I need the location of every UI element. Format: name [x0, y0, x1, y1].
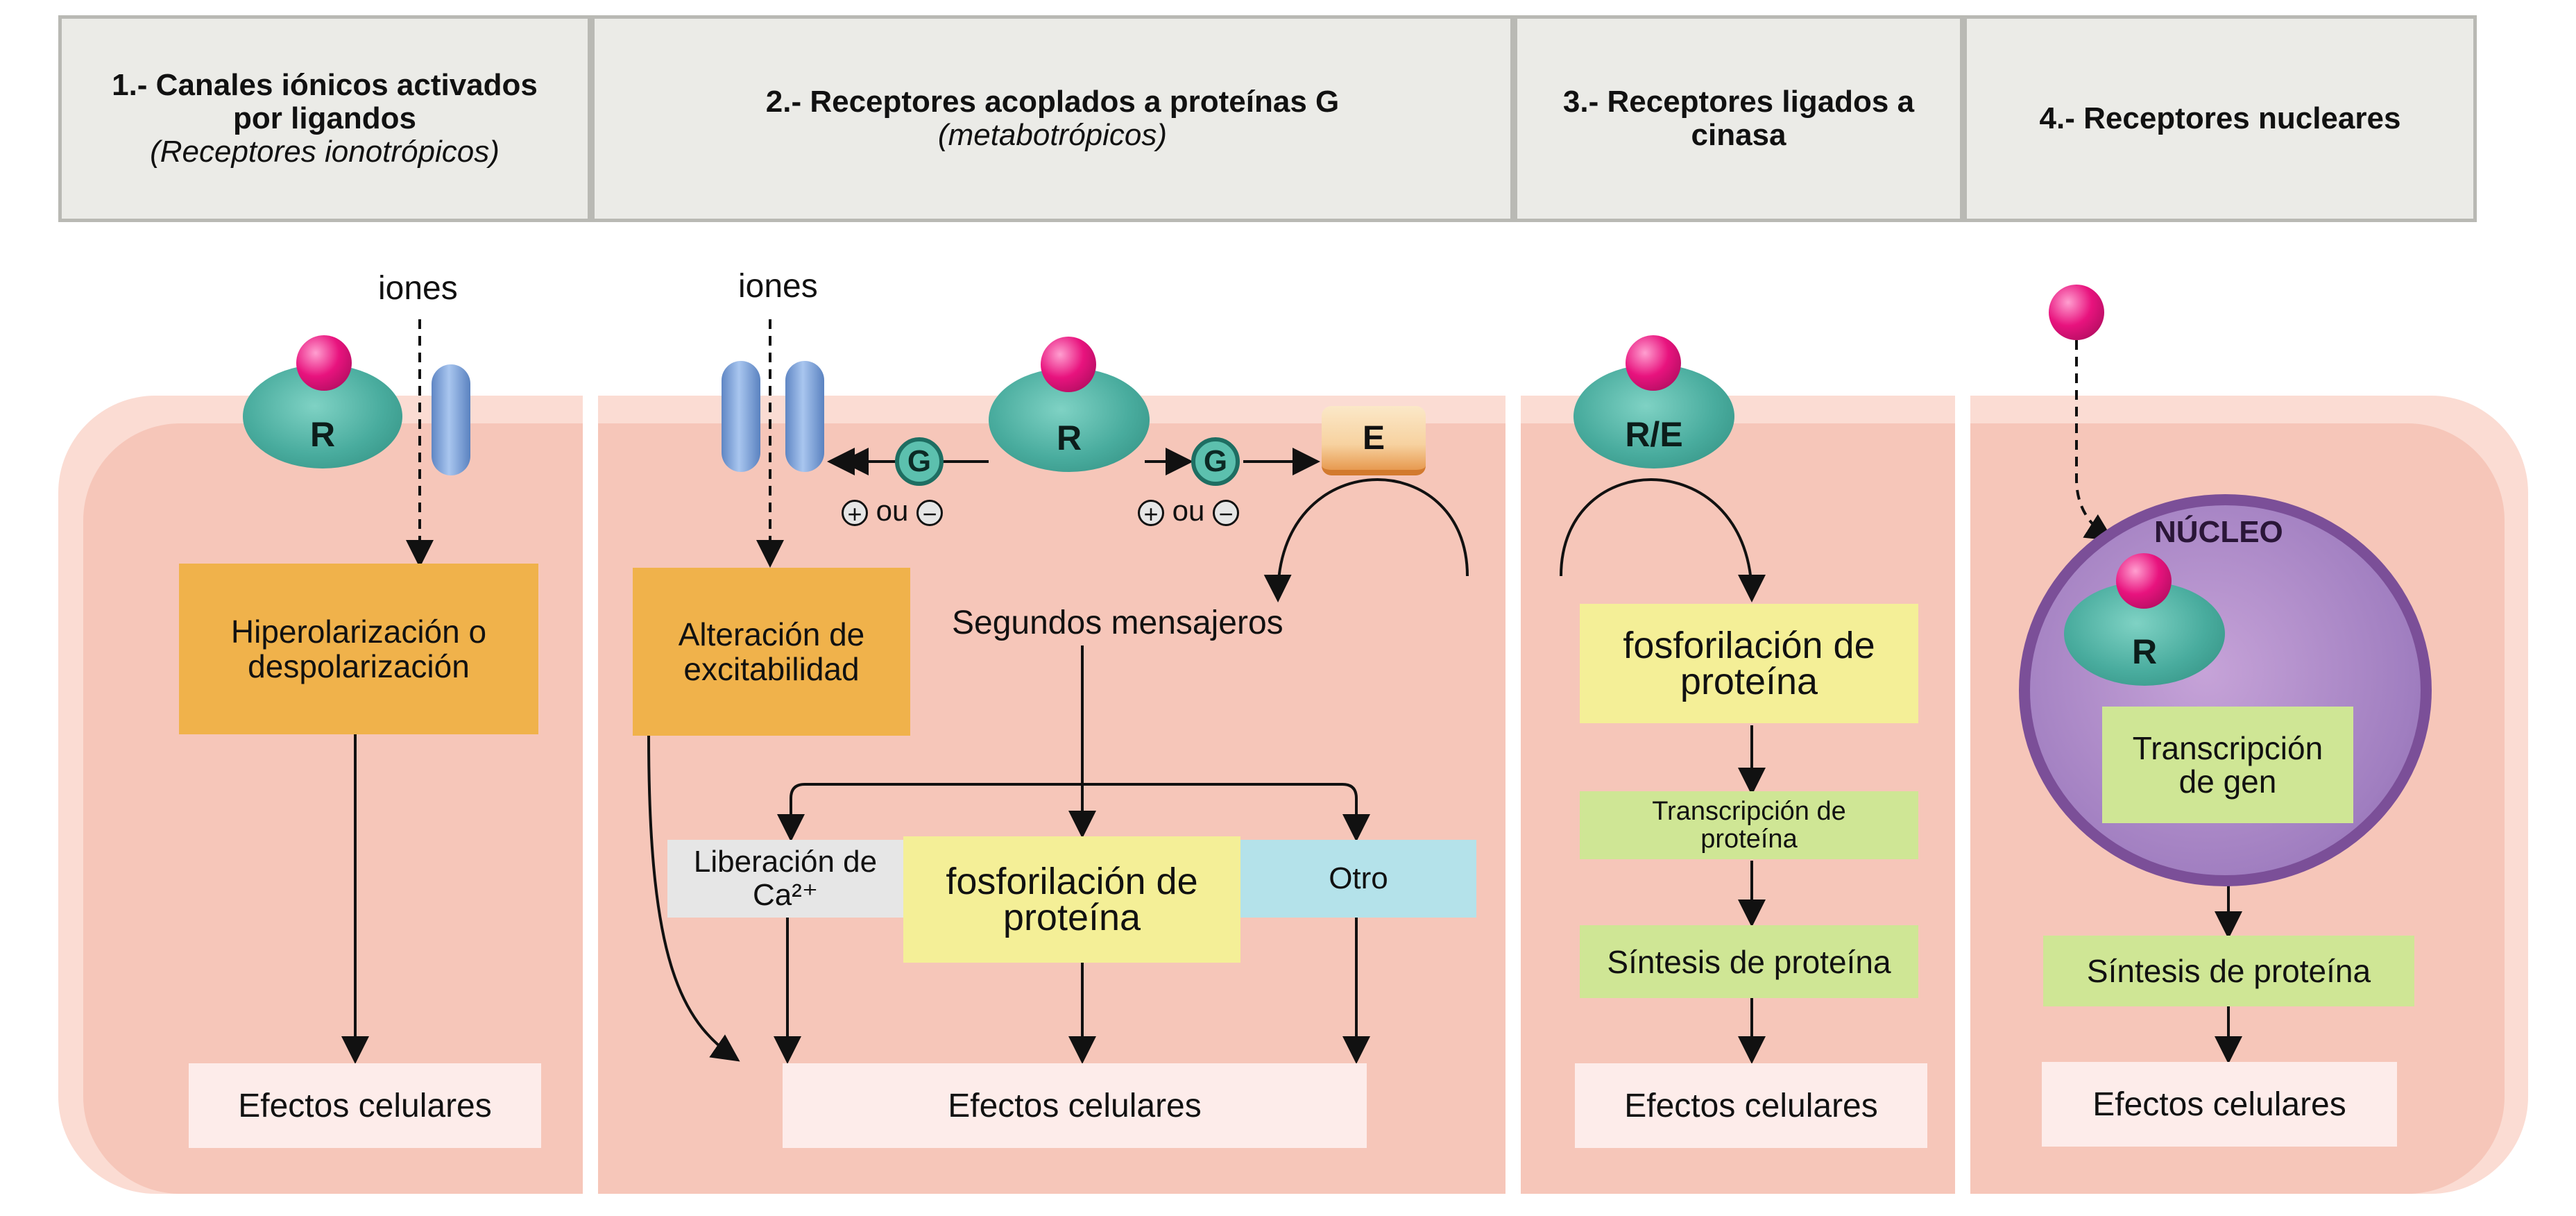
p3-receptor-kinase: R/E — [1573, 364, 1734, 468]
p3-phosphorylation-box: fosforilación de proteína — [1580, 604, 1918, 723]
p2-modulation-left: + ou − — [842, 494, 944, 527]
plus-icon: + — [1138, 499, 1164, 526]
plus-icon: + — [842, 499, 868, 526]
header-ionotropic-title: 1.- Canales iónicos activados por ligand… — [112, 68, 538, 135]
header-kinase: 3.- Receptores ligados a cinasa — [1514, 15, 1963, 222]
header-kinase-title: 3.- Receptores ligados a cinasa — [1562, 85, 1915, 152]
p2-modulation-right-text: ou — [1172, 494, 1205, 527]
p2-modulation-right: + ou − — [1138, 494, 1240, 527]
panel-divider-3 — [1955, 389, 1970, 1201]
p4-ligand-bound — [2116, 553, 2172, 609]
p2-second-messengers: Segundos mensajeros — [952, 605, 1283, 641]
p4-transcription-box: Transcripción de gen — [2102, 707, 2353, 823]
p2-g-protein-right: G — [1191, 437, 1240, 486]
p2-ions-label: iones — [738, 268, 818, 305]
panel-divider-1 — [583, 389, 598, 1201]
p2-receptor-label: R — [1056, 419, 1082, 457]
p2-ligand — [1041, 337, 1096, 392]
arrow-ligand-nucleus — [2075, 340, 2114, 541]
p2-ion-channel-left — [722, 361, 760, 472]
p1-effects-box: Efectos celulares — [189, 1063, 541, 1148]
p2-effector: E — [1322, 406, 1426, 475]
header-metabotropic-subtitle: (metabotrópicos) — [937, 118, 1168, 152]
p4-ligand — [2049, 285, 2104, 340]
arrow-excitability-effects — [647, 735, 740, 1062]
p2-phosphorylation-box: fosforilación de proteína — [903, 836, 1240, 963]
p3-receptor-label: R/E — [1625, 415, 1683, 454]
p1-polarization-box: Hiperolarización o despolarización — [179, 564, 538, 734]
p3-effects-box: Efectos celulares — [1575, 1063, 1927, 1148]
header-ionotropic-subtitle: (Receptores ionotrópicos) — [150, 135, 500, 169]
header-metabotropic-title: 2.- Receptores acoplados a proteínas G — [765, 85, 1340, 119]
p2-ion-channel-right — [785, 361, 824, 472]
p3-transcription-box: Transcripción de proteína — [1580, 791, 1918, 859]
arrow-e-to-second-messengers — [1263, 478, 1469, 602]
p2-excitability-box: Alteración de excitabilidad — [633, 568, 910, 736]
p1-ligand — [296, 335, 352, 391]
p2-modulation-left-text: ou — [876, 494, 909, 527]
p3-ligand — [1626, 335, 1681, 391]
p4-receptor-label: R — [2131, 632, 2158, 671]
p2-g-right-label: G — [1203, 444, 1228, 478]
p1-ion-channel — [432, 364, 470, 475]
header-nuclear-title: 4.- Receptores nucleares — [2039, 101, 2401, 135]
p2-effects-box: Efectos celulares — [783, 1063, 1367, 1148]
panel-divider-2 — [1505, 389, 1521, 1201]
p4-synthesis-box: Síntesis de proteína — [2043, 936, 2414, 1006]
arrow-re-to-phos — [1560, 478, 1766, 602]
p1-ions-label: iones — [378, 270, 458, 307]
p2-g-left-label: G — [907, 444, 932, 478]
header-nuclear: 4.- Receptores nucleares — [1963, 15, 2477, 222]
header-metabotropic: 2.- Receptores acoplados a proteínas G (… — [591, 15, 1514, 222]
p4-nucleus-label: NÚCLEO — [2154, 515, 2283, 549]
p3-synthesis-box: Síntesis de proteína — [1580, 925, 1918, 998]
minus-icon: − — [1213, 499, 1240, 526]
p2-calcium-box: Liberación de Ca²⁺ — [667, 840, 903, 918]
p4-effects-box: Efectos celulares — [2042, 1062, 2397, 1147]
header-ionotropic: 1.- Canales iónicos activados por ligand… — [58, 15, 591, 222]
minus-icon: − — [916, 499, 944, 526]
p2-effector-label: E — [1362, 419, 1385, 457]
p1-receptor-label: R — [309, 415, 336, 454]
p2-g-protein-left: G — [895, 437, 944, 486]
p2-other-box: Otro — [1240, 840, 1476, 918]
p4-nucleus — [2019, 494, 2432, 886]
arrow-sm-branch — [790, 783, 1358, 833]
